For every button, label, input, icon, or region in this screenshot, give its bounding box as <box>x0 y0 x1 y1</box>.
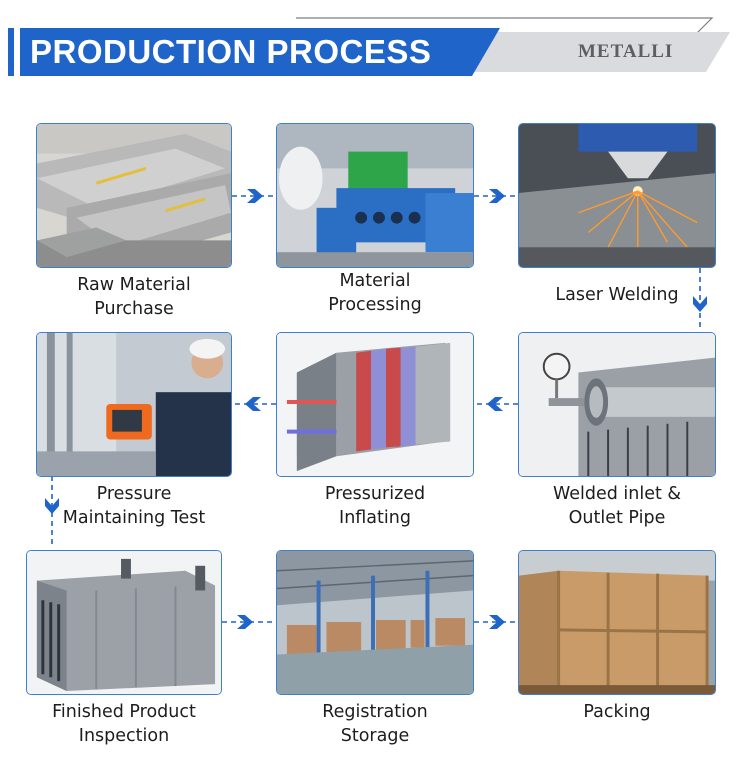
arrow-right-icon <box>237 615 253 629</box>
step-pressure-maintaining-test: Pressure Maintaining Test <box>36 332 232 532</box>
step-caption: Welded inlet & Outlet Pipe <box>552 484 682 528</box>
page-title: PRODUCTION PROCESS <box>30 33 432 70</box>
banner-shape <box>8 17 730 76</box>
photo-pressure-test <box>36 332 232 477</box>
arrow-left-icon <box>487 397 503 411</box>
photo-finished-product <box>26 550 222 695</box>
step-caption: Finished Product Inspection <box>52 702 196 746</box>
step-laser-welding: Laser Welding <box>518 123 716 323</box>
arrow-left-icon <box>245 397 261 411</box>
photo-plate-exchanger <box>276 332 474 477</box>
step-welded-inlet-outlet-pipe: Welded inlet & Outlet Pipe <box>518 332 716 532</box>
step-caption: Registration Storage <box>322 702 428 746</box>
step-caption: Packing <box>583 702 651 722</box>
arrow-right-icon <box>247 189 263 203</box>
photo-steel-sheets <box>36 123 232 268</box>
photo-warehouse <box>276 550 474 695</box>
step-caption: Pressure Maintaining Test <box>62 484 206 528</box>
step-finished-product-inspection: Finished Product Inspection <box>26 550 222 750</box>
arrow-right-icon <box>489 189 505 203</box>
step-pressurized-inflating: Pressurized Inflating <box>276 332 474 532</box>
step-material-processing: Material Processing <box>276 123 474 323</box>
step-packing: Packing <box>518 550 716 750</box>
header-banner: PRODUCTION PROCESS METALLI <box>0 0 750 86</box>
step-caption: Pressurized Inflating <box>324 484 426 528</box>
step-caption: Laser Welding <box>555 285 679 305</box>
arrow-right-icon <box>489 615 505 629</box>
photo-processing-machine <box>276 123 474 268</box>
photo-wooden-crate <box>518 550 716 695</box>
step-caption: Material Processing <box>328 271 422 315</box>
step-raw-material-purchase: Raw Material Purchase <box>36 123 232 323</box>
step-caption: Raw Material Purchase <box>77 275 191 319</box>
step-registration-storage: Registration Storage <box>276 550 474 750</box>
photo-laser-welding <box>518 123 716 268</box>
brand-label: METALLI <box>578 41 674 62</box>
photo-inlet-pipe <box>518 332 716 477</box>
